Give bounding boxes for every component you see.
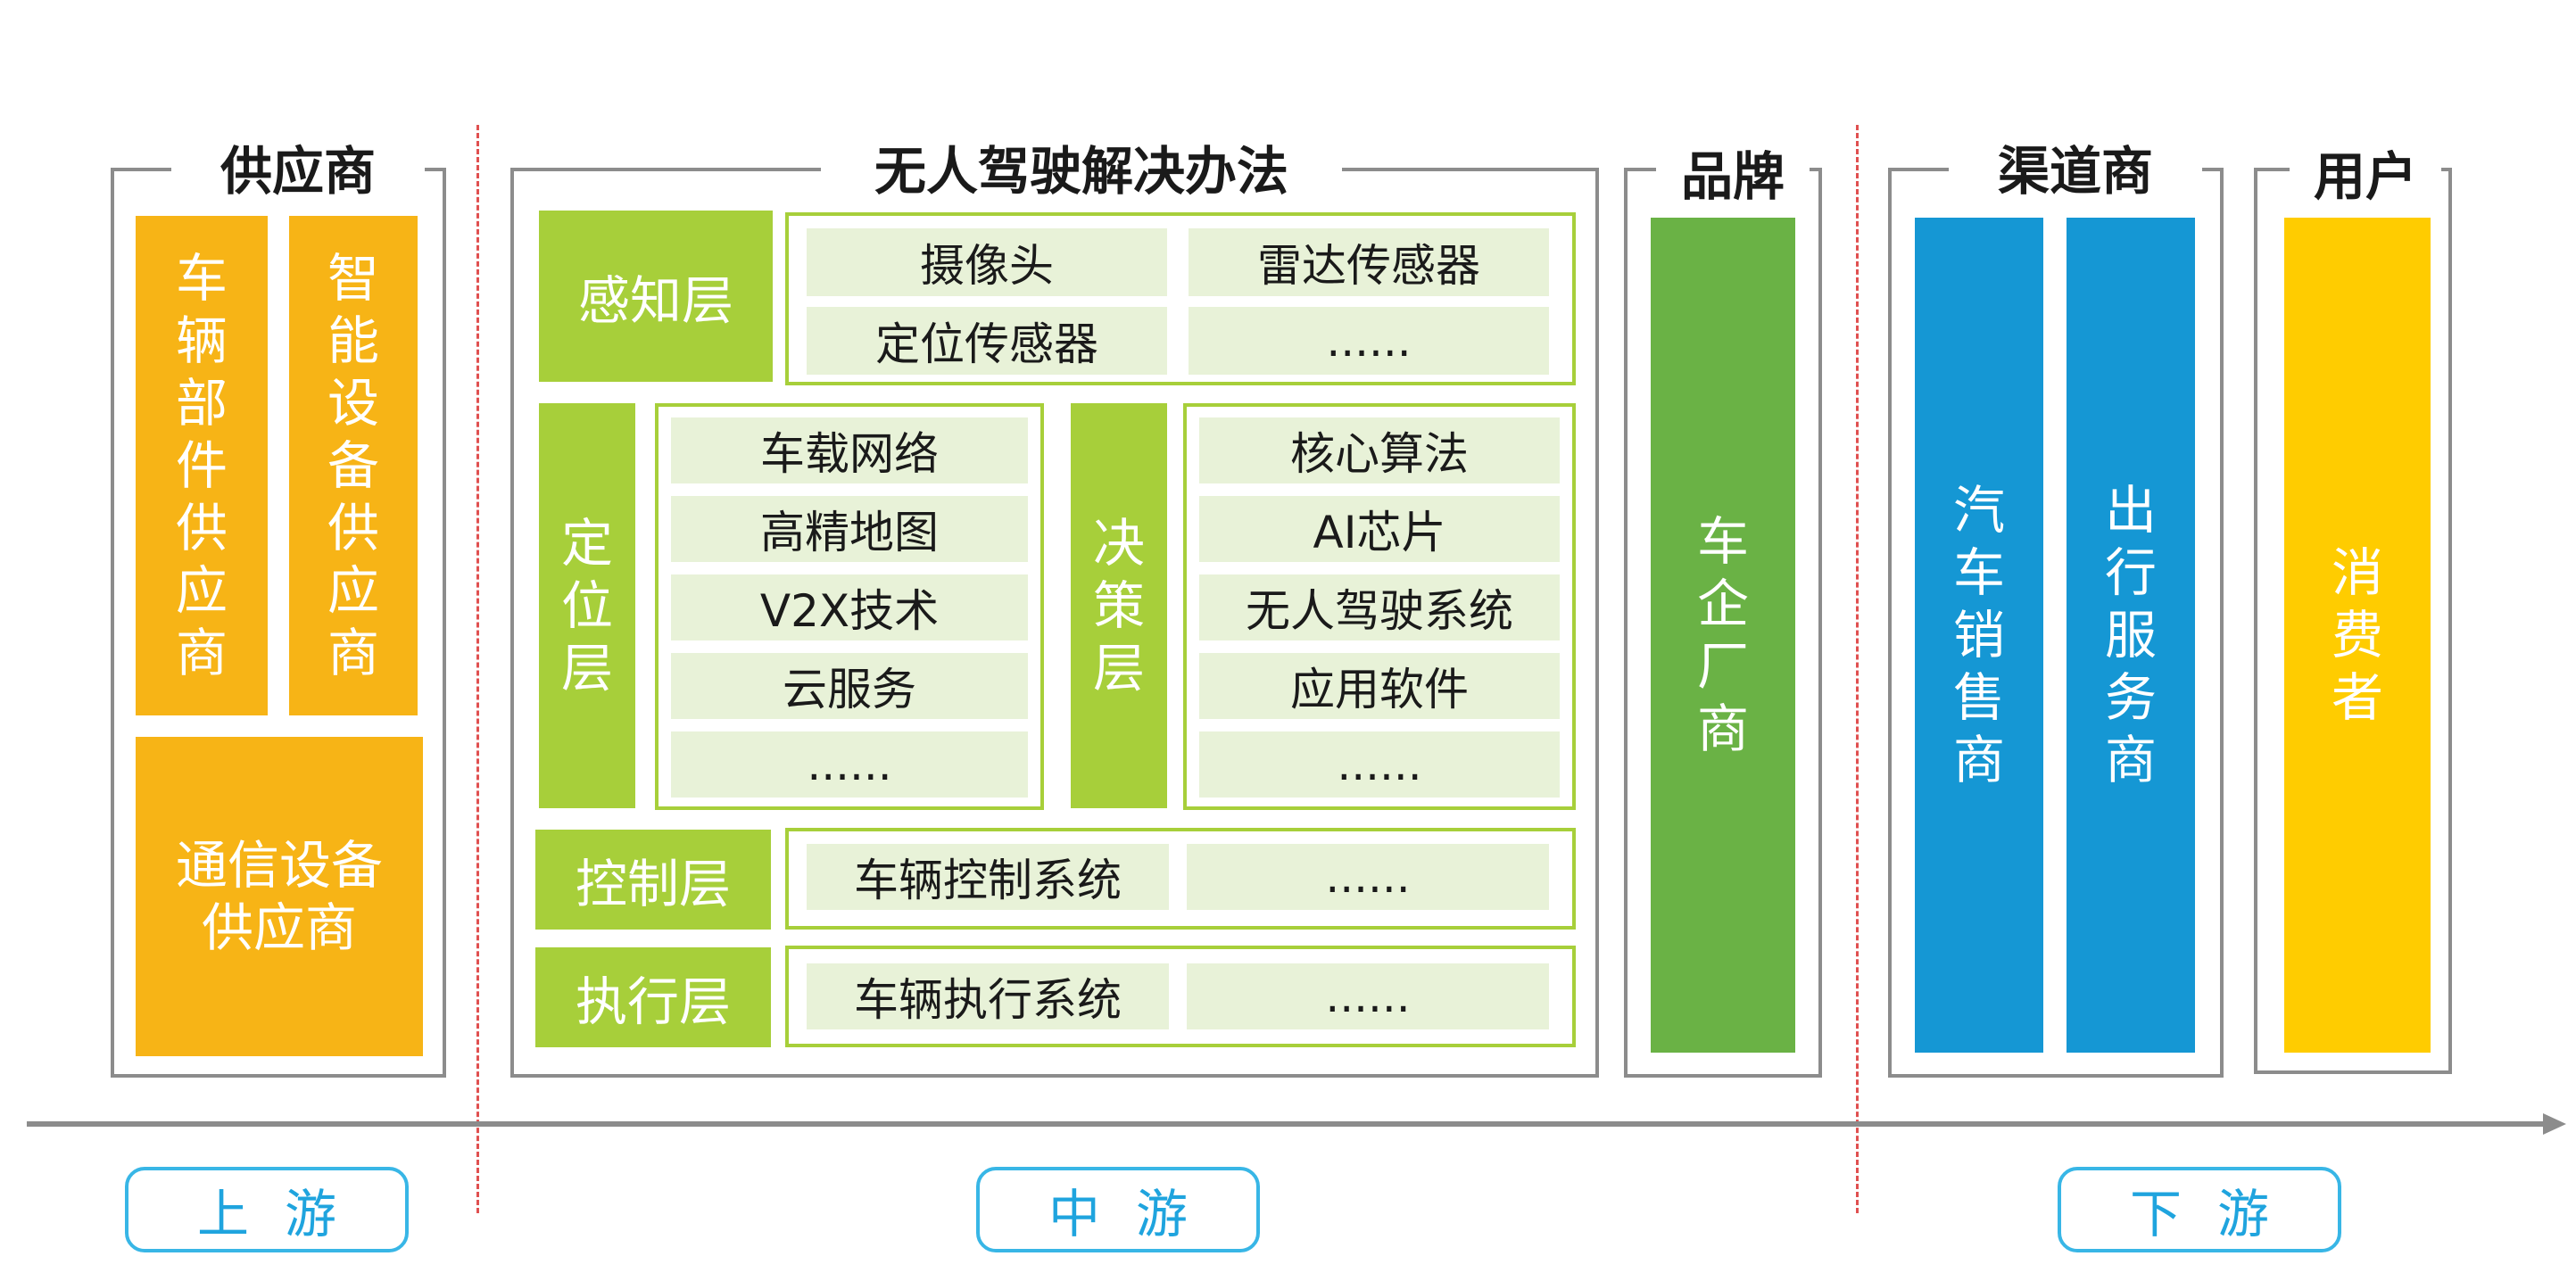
char: 部 [175,373,228,434]
channel-title: 渠道商 [1949,136,2202,207]
execution-item: ...... [1187,963,1549,1029]
decision-item: 核心算法 [1199,417,1560,483]
consumer-box: 消 费 者 [2284,218,2431,1053]
perception-item: 雷达传感器 [1189,228,1549,296]
char: 备 [327,435,379,496]
char: 应 [327,560,379,621]
perception-item: ...... [1189,307,1549,375]
decision-item: ...... [1199,731,1560,798]
char: 层 [560,638,613,698]
perception-item: 摄像头 [807,228,1167,296]
char: 销 [1952,605,2005,665]
char: 售 [1952,667,2005,728]
char: 决 [1092,513,1145,574]
positioning-item: 高精地图 [671,496,1028,562]
control-layer-label: 控制层 [535,830,771,930]
char: 供 [175,498,228,558]
decision-layer-label: 决 策 层 [1071,403,1167,808]
char: 供 [327,498,379,558]
user-title: 用户 [2290,141,2441,212]
divider-upstream-midstream [476,125,479,1213]
midstream-label: 中游 [976,1167,1260,1252]
perception-layer-label: 感知层 [539,211,773,382]
char: 厂 [1696,636,1749,697]
char: 企 [1696,574,1749,634]
brand-title: 品牌 [1656,141,1810,212]
decision-item: 无人驾驶系统 [1199,574,1560,640]
upstream-label: 上游 [125,1167,409,1252]
positioning-item: 车载网络 [671,417,1028,483]
char: 出 [2104,480,2157,541]
char: 商 [175,623,228,683]
char: 定 [560,513,613,574]
comm-line-2: 供应商 [201,897,357,958]
char: 行 [2104,542,2157,603]
positioning-item: 云服务 [671,653,1028,719]
perception-item: 定位传感器 [807,307,1167,375]
comm-line-1: 通信设备 [175,835,383,896]
char: 者 [2331,667,2383,728]
automaker-box: 车 企 厂 商 [1651,218,1795,1053]
control-item: 车辆控制系统 [807,844,1169,910]
divider-midstream-downstream [1856,125,1859,1213]
car-sales-box: 汽 车 销 售 商 [1915,218,2043,1053]
char: 辆 [175,310,228,371]
char: 商 [2104,730,2157,790]
char: 策 [1092,575,1145,636]
solution-title: 无人驾驶解决办法 [821,136,1342,207]
control-item: ...... [1187,844,1549,910]
decision-item: 应用软件 [1199,653,1560,719]
char: 费 [2331,605,2383,665]
execution-layer-label: 执行层 [535,947,771,1047]
vehicle-parts-supplier-box: 车 辆 部 件 供 应 商 [136,216,268,715]
char: 商 [1696,698,1749,759]
char: 服 [2104,605,2157,665]
char: 设 [327,373,379,434]
char: 应 [175,560,228,621]
char: 商 [1952,730,2005,790]
positioning-item: V2X技术 [671,574,1028,640]
downstream-label: 下游 [2058,1167,2341,1252]
char: 车 [1952,542,2005,603]
char: 层 [1092,638,1145,698]
char: 务 [2104,667,2157,728]
supplier-title: 供应商 [171,136,425,207]
char: 能 [327,310,379,371]
mobility-service-box: 出 行 服 务 商 [2067,218,2195,1053]
char: 智 [327,248,379,309]
value-chain-arrow [27,1113,2566,1135]
char: 车 [175,248,228,309]
char: 汽 [1952,480,2005,541]
positioning-item: ...... [671,731,1028,798]
char: 车 [1696,511,1749,572]
smart-device-supplier-box: 智 能 设 备 供 应 商 [289,216,418,715]
positioning-layer-label: 定 位 层 [539,403,635,808]
comm-device-supplier-box: 通信设备 供应商 [136,737,423,1056]
char: 商 [327,623,379,683]
decision-item: AI芯片 [1199,496,1560,562]
execution-item: 车辆执行系统 [807,963,1169,1029]
char: 位 [560,575,613,636]
char: 件 [175,435,228,496]
char: 消 [2331,542,2383,603]
